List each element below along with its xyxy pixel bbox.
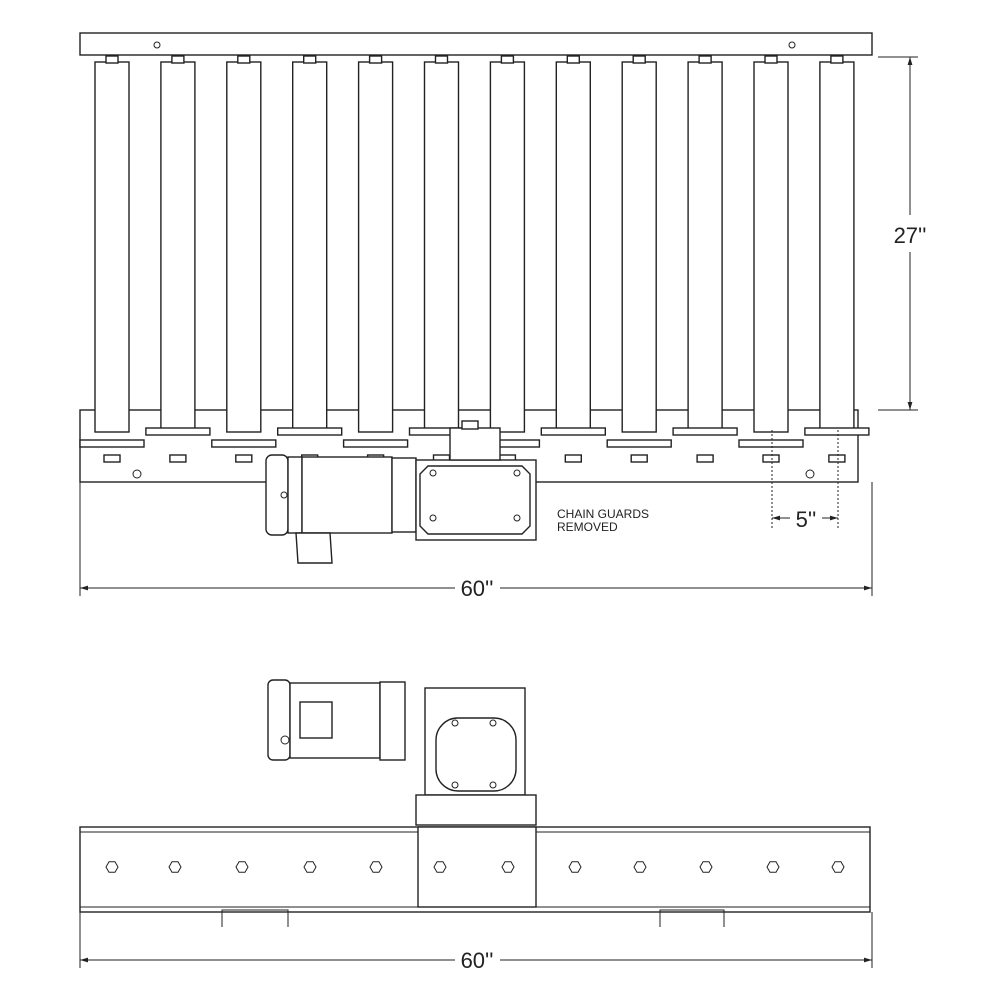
hex-hole: [303, 861, 317, 873]
sprocket: [540, 427, 606, 436]
rail-hole: [153, 41, 161, 49]
roller: [804, 55, 870, 463]
roller: [540, 55, 606, 463]
frame-hole: [805, 469, 815, 479]
hex-hole: [369, 861, 383, 873]
pitch-dimension: 5'': [796, 507, 817, 532]
hex-hole: [831, 861, 845, 873]
sprocket: [804, 427, 870, 436]
floor-supports: [221, 909, 725, 927]
height-dimension: 27'': [894, 223, 927, 248]
hex-hole: [235, 861, 249, 873]
roller: [79, 55, 145, 463]
roller: [738, 55, 804, 463]
note-chain-guards: CHAIN GUARDS: [557, 507, 649, 521]
hex-hole: [168, 861, 182, 873]
rail-hole: [788, 41, 796, 49]
sprocket: [211, 439, 277, 448]
roller: [342, 55, 409, 463]
roller: [672, 55, 738, 463]
hex-hole: [699, 861, 713, 873]
roller: [211, 55, 277, 463]
side-view: 60'': [79, 679, 873, 973]
sprocket: [672, 427, 738, 436]
hex-hole: [433, 861, 447, 873]
hex-hole: [568, 861, 582, 873]
sprocket: [738, 439, 804, 448]
motor-junction-box: [295, 532, 333, 564]
roller: [606, 55, 672, 463]
hex-hole: [633, 861, 647, 873]
length-dimension-top: 60'': [461, 576, 494, 601]
hex-hole: [501, 861, 515, 873]
sprocket: [145, 427, 211, 436]
side-motor: [267, 679, 406, 761]
rollers: [79, 55, 870, 463]
motor-mount-bracket: [417, 826, 537, 908]
hex-hole: [105, 861, 119, 873]
hex-hole: [766, 861, 780, 873]
top-view: CHAIN GUARDS REMOVED 27'' 5'' 60'': [79, 32, 927, 601]
frame-hole: [132, 469, 142, 479]
sprocket: [606, 439, 672, 448]
motor: [265, 454, 417, 564]
length-dimension-side: 60'': [461, 948, 494, 973]
roller: [145, 55, 211, 463]
sprocket: [79, 439, 145, 448]
gearbox: [415, 420, 537, 541]
sprocket: [277, 427, 343, 436]
note-removed: REMOVED: [557, 520, 618, 534]
roller: [277, 55, 343, 463]
roller: [474, 55, 541, 463]
frame-holes: [105, 861, 845, 873]
side-gearbox: [415, 687, 537, 826]
top-side-rail: [79, 32, 873, 56]
sprocket: [342, 439, 409, 448]
roller: [408, 55, 475, 463]
